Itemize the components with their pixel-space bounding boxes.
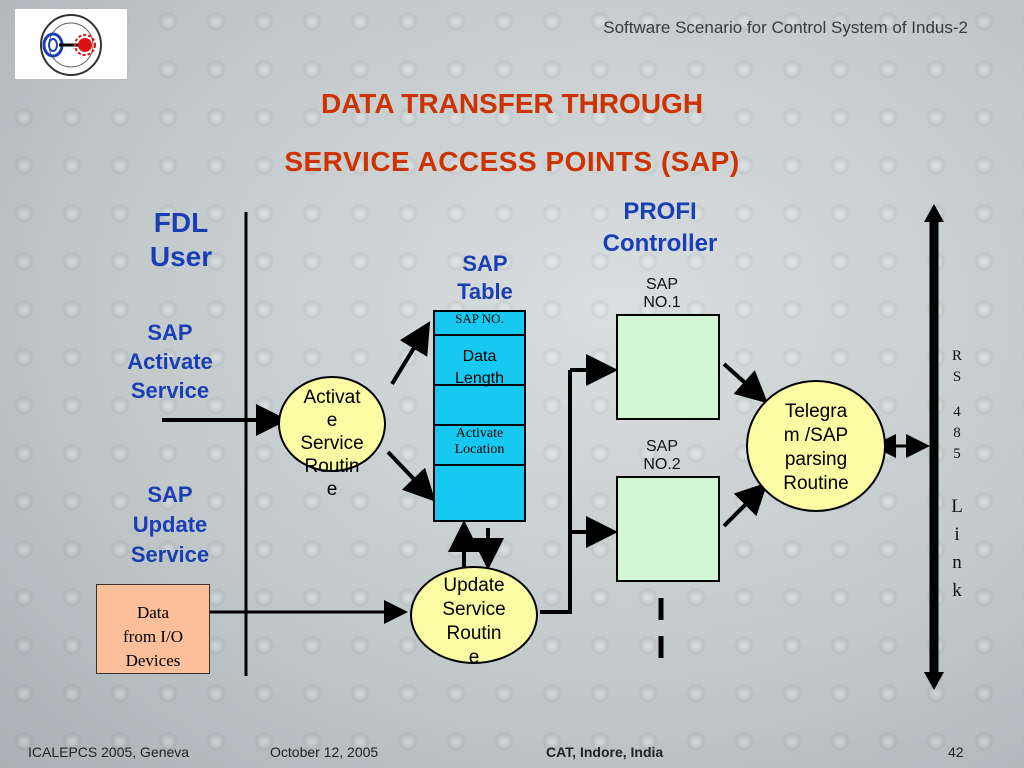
- telegram-parsing-routine: Telegra m /SAP parsing Routine: [746, 380, 886, 512]
- footer-conference: ICALEPCS 2005, Geneva: [28, 744, 190, 760]
- sap-no2-block: [616, 476, 720, 582]
- sap-table-row-activate-location: Activate Location: [435, 424, 524, 466]
- activate-to-table-up: [390, 321, 431, 386]
- update-to-sap-connector: [540, 370, 572, 614]
- footer-organization: CAT, Indore, India: [546, 744, 664, 760]
- sap-no1-block: [616, 314, 720, 420]
- footer-date: October 12, 2005: [270, 744, 379, 760]
- institute-logo: [14, 8, 128, 80]
- activate-service-routine: Activat e Service Routin e: [278, 376, 386, 500]
- slide-title-line2: SERVICE ACCESS POINTS (SAP): [284, 146, 740, 177]
- rs485-bus-bottom-arrow: [924, 672, 944, 690]
- update-service-routine: Update Service Routin e: [410, 566, 538, 668]
- profi-controller-heading: PROFI Controller: [602, 198, 718, 257]
- activate-to-table-down: [386, 450, 436, 502]
- sap2-to-telegram-arrow: [722, 482, 768, 528]
- sap-update-service-label: SAP Update Service: [130, 482, 210, 567]
- sap1-to-telegram-arrow: [722, 362, 768, 404]
- sap-table-row-data-length: Data Length: [435, 336, 524, 387]
- sap-table-row-blank: [435, 384, 524, 426]
- slide-title-line1: DATA TRANSFER THROUGH: [320, 88, 704, 119]
- io-devices-box: Data from I/O Devices: [96, 584, 210, 674]
- sap-no1-label: SAP NO.1: [643, 276, 681, 311]
- sap-no2-label: SAP NO.2: [643, 438, 681, 473]
- sap-table: SAP NO. Data Length Activate Location: [433, 310, 526, 522]
- sap-table-row-sap-no: SAP NO.: [435, 312, 524, 336]
- rs485-link-label: R S 4 8 5 L i n k: [951, 348, 963, 601]
- footer-page-number: 42: [948, 744, 964, 760]
- logo-emblem-icon: [40, 14, 102, 76]
- fdl-user-heading: FDL User: [149, 207, 213, 272]
- header-title: Software Scenario for Control System of …: [603, 18, 968, 37]
- rs485-bus-top-arrow: [924, 204, 944, 222]
- sap-table-heading: SAP Table: [457, 251, 513, 304]
- sap-activate-service-label: SAP Activate Service: [127, 320, 213, 403]
